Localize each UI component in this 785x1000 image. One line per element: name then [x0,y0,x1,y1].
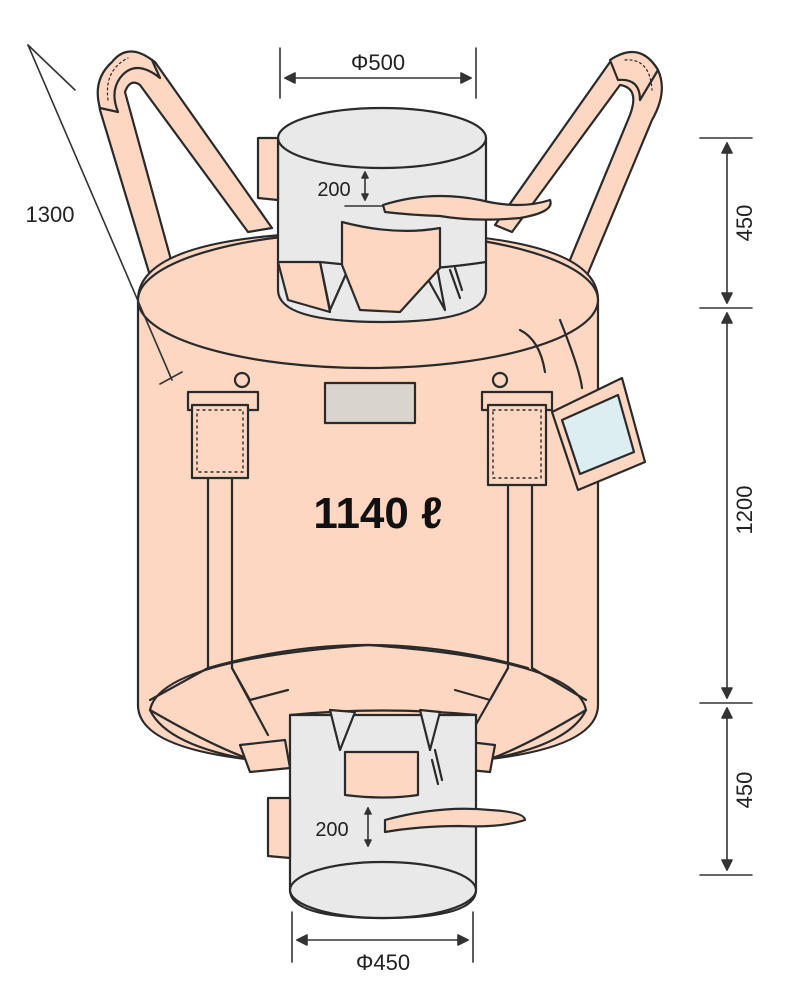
dimension-lines [27,44,753,963]
loop-length-label: 1300 [26,202,75,227]
bottom-height-label: 450 [732,772,757,809]
top-diameter-label: Φ500 [351,50,405,75]
body-height-label: 1200 [732,486,757,535]
top-height-label: 450 [732,205,757,242]
top-spout-height-label: 200 [317,179,350,201]
right-lifting-loop [493,50,663,402]
label-patch [323,381,417,425]
left-loop-sleeve [186,371,260,480]
right-loop-sleeve [480,318,584,487]
bottom-spout-height-label: 200 [315,819,348,841]
top-spout [256,106,552,324]
capacity-label: 1140 ℓ [313,489,442,538]
bottom-diameter-label: Φ450 [356,950,410,975]
bottom-spout [266,708,527,920]
document-tag [550,376,647,492]
